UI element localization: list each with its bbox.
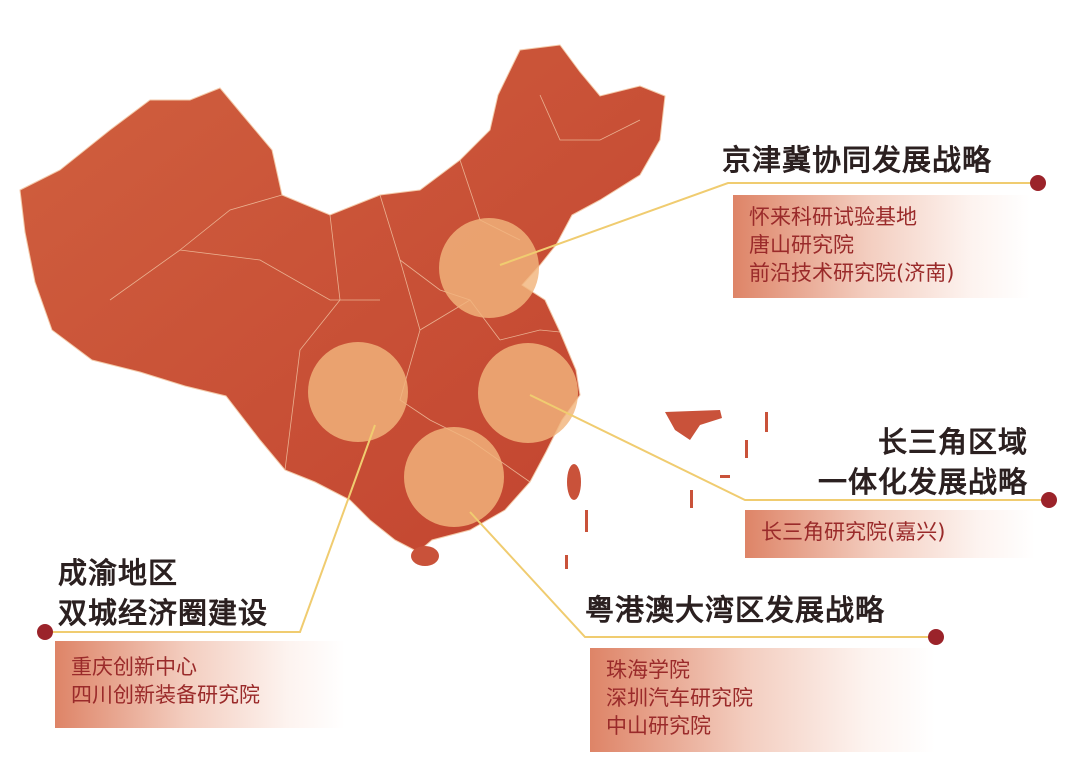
focus-circles: [308, 218, 578, 527]
yangtze-title-line: 一体化发展战略: [817, 465, 1028, 499]
yangtze-title: 长三角区域 一体化发展战略: [818, 422, 1028, 502]
list-item: 重庆创新中心: [71, 655, 197, 679]
line-jingjinji: [499, 182, 1035, 266]
south-china-sea-inset: [565, 410, 768, 569]
leader-lines: [45, 182, 1048, 638]
chengyu-list: 重庆创新中心 四川创新装备研究院: [55, 641, 345, 728]
line-gba: [469, 511, 935, 638]
yangtze-title-line: 长三角区域: [877, 425, 1028, 459]
circle-chengyu: [308, 342, 408, 442]
list-item: 怀来科研试验基地: [749, 205, 917, 229]
gba-list: 珠海学院 深圳汽车研究院 中山研究院: [590, 648, 935, 752]
chengyu-title-line: 成渝地区: [58, 556, 179, 590]
chengyu-title: 成渝地区 双城经济圈建设: [58, 553, 268, 633]
hainan-island: [411, 546, 439, 566]
yangtze-list: 长三角研究院(嘉兴): [745, 510, 1035, 558]
line-yangtze: [529, 394, 1048, 501]
chengyu-title-line: 双城经济圈建设: [58, 596, 269, 630]
list-item: 唐山研究院: [749, 233, 854, 257]
list-item: 深圳汽车研究院: [606, 686, 753, 710]
list-item: 长三角研究院(嘉兴): [761, 520, 946, 544]
taiwan-island: [567, 464, 581, 500]
circle-yangtze: [478, 343, 578, 443]
yangtze-dot: [1041, 492, 1057, 508]
chengyu-dot: [37, 624, 53, 640]
list-item: 中山研究院: [606, 714, 711, 738]
circle-gba: [404, 427, 504, 527]
jingjinji-title: 京津冀协同发展战略: [722, 143, 993, 177]
list-item: 四川创新装备研究院: [71, 683, 260, 707]
jingjinji-list: 怀来科研试验基地 唐山研究院 前沿技术研究院(济南): [733, 195, 1030, 298]
list-item: 珠海学院: [606, 658, 690, 682]
jingjinji-dot: [1030, 175, 1046, 191]
line-chengyu: [45, 424, 376, 633]
list-item: 前沿技术研究院(济南): [749, 261, 955, 285]
circle-jingjinji: [439, 218, 539, 318]
gba-title: 粤港澳大湾区发展战略: [585, 593, 886, 627]
gba-dot: [928, 629, 944, 645]
